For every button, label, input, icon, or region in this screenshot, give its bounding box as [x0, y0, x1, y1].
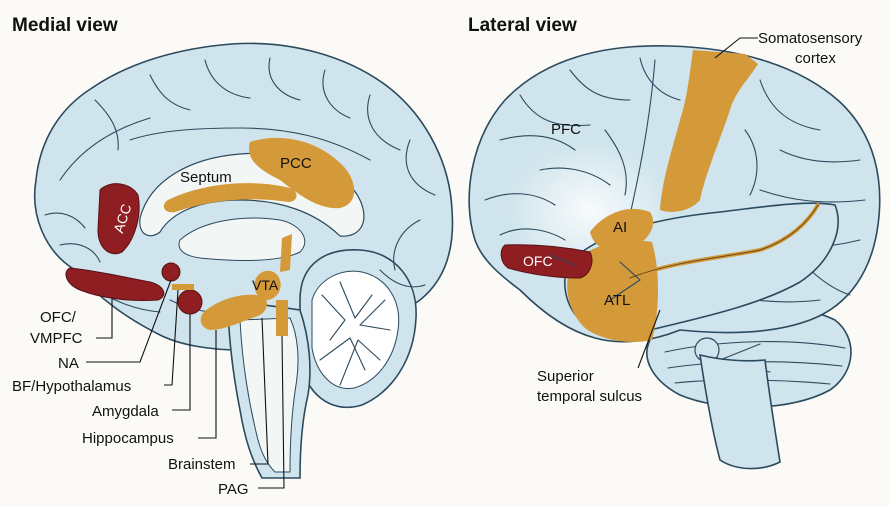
label-septum: Septum [180, 169, 232, 186]
region-ofc-vmpfc [65, 267, 165, 301]
label-hippocampus: Hippocampus [82, 430, 174, 447]
label-bf-hypothalamus: BF/Hypothalamus [12, 378, 131, 395]
label-sts-line1: Superior [537, 368, 594, 385]
label-pfc: PFC [551, 121, 581, 138]
label-somatosensory-line1: Somatosensory [758, 30, 863, 47]
somatosensory-leader [714, 37, 758, 59]
arbor-vitae [311, 270, 400, 389]
lateral-brain: PFC AI OFC ATL Somatosensory cortex Supe… [468, 30, 881, 470]
label-somatosensory-line2: cortex [795, 50, 836, 67]
region-vta [254, 270, 281, 300]
label-sts-line2: temporal sulcus [537, 388, 642, 405]
label-brainstem: Brainstem [168, 456, 236, 473]
label-ofc-lateral: OFC [523, 253, 553, 269]
medial-brain: ACC Septum PCC VTA OFC/ VMPFC NA BF/Hypo… [12, 42, 454, 498]
label-ai: AI [613, 219, 627, 236]
region-somatosensory-cortex [660, 50, 758, 212]
label-na: NA [58, 355, 79, 372]
label-pcc: PCC [280, 155, 312, 172]
region-acc [97, 183, 140, 255]
medial-leaders [86, 279, 285, 489]
region-na [161, 262, 181, 282]
label-pag: PAG [218, 481, 249, 498]
region-pcc [249, 137, 355, 209]
region-septum [163, 183, 297, 213]
lateral-view-heading: Lateral view [468, 15, 577, 36]
region-ai [590, 208, 654, 251]
lateral-brainstem [699, 353, 781, 470]
label-vmpfc: VMPFC [30, 330, 83, 347]
label-vta: VTA [252, 277, 279, 293]
medial-view-heading: Medial view [12, 15, 118, 36]
region-hippocampus [200, 294, 267, 330]
cerebellum-folia [319, 281, 391, 386]
label-ofc: OFC/ [40, 309, 77, 326]
label-amygdala: Amygdala [92, 403, 159, 420]
region-amygdala [177, 289, 203, 315]
region-bf-hypothalamus [172, 284, 194, 290]
medial-gyri [44, 57, 436, 314]
label-atl: ATL [604, 292, 630, 309]
region-ofc-lateral [500, 244, 593, 279]
sts-leader [637, 309, 661, 369]
region-pag [276, 300, 288, 336]
